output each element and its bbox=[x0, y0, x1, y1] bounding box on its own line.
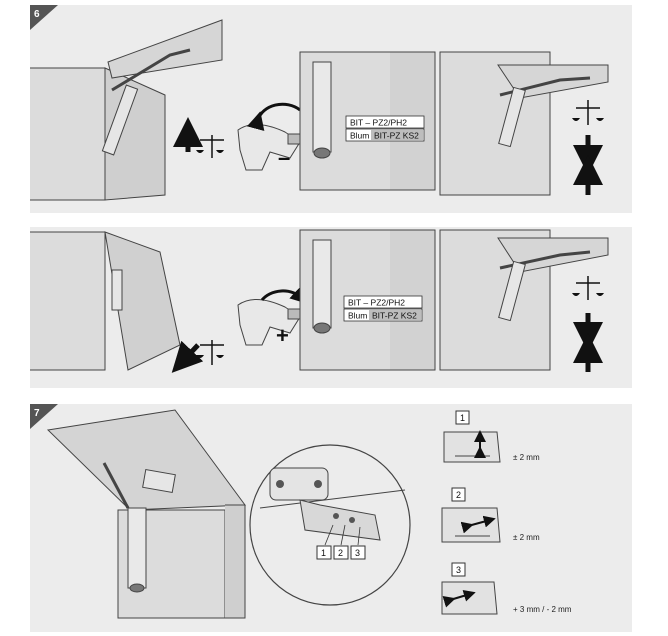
bit-label-box: BIT – PZ2/PH2 Blum BIT-PZ KS2 bbox=[345, 115, 425, 142]
blum-code: BIT-PZ KS2 bbox=[374, 131, 419, 141]
adjustment-value: ± 2 mm bbox=[513, 453, 540, 462]
scale-icon bbox=[572, 100, 604, 125]
callout-1: 1 bbox=[321, 548, 326, 558]
cabinet-flap-closed bbox=[30, 231, 181, 371]
rotate-counterclockwise-icon bbox=[246, 102, 301, 132]
adjustment-1: 1 ± 2 mm bbox=[443, 410, 540, 463]
rotate-clockwise-icon bbox=[260, 285, 309, 305]
bit-label: BIT – PZ2/PH2 bbox=[350, 118, 407, 128]
scale-icon bbox=[196, 135, 224, 158]
adjustment-number: 3 bbox=[456, 565, 461, 575]
adjustment-value: ± 2 mm bbox=[513, 533, 540, 542]
step-7-panel: 7 1 2 bbox=[30, 404, 632, 632]
step-6-badge: 6 bbox=[30, 5, 58, 30]
adjustment-value: + 3 mm / - 2 mm bbox=[513, 605, 572, 614]
plus-sign: + bbox=[276, 323, 289, 348]
depth-adjust-arrow-icon bbox=[442, 589, 476, 608]
adjustment-number: 2 bbox=[456, 490, 461, 500]
adjustment-2: 2 ± 2 mm bbox=[441, 487, 540, 543]
blum-prefix: Blum bbox=[348, 311, 367, 321]
cabinet-hinge-view bbox=[46, 409, 246, 619]
bit-label-box: BIT – PZ2/PH2 Blum BIT-PZ KS2 bbox=[343, 295, 423, 322]
hinge-callouts: 1 2 3 bbox=[316, 524, 366, 560]
cabinet-flap-raised bbox=[439, 229, 609, 371]
screwdriver-drill bbox=[237, 124, 309, 171]
step-number: 6 bbox=[34, 9, 40, 20]
blum-prefix: Blum bbox=[350, 131, 369, 141]
scale-icon bbox=[572, 276, 604, 300]
screwdriver-drill bbox=[237, 299, 309, 346]
step-number: 7 bbox=[34, 408, 40, 419]
adjustment-3: 3 + 3 mm / - 2 mm bbox=[441, 562, 572, 615]
blum-code: BIT-PZ KS2 bbox=[372, 311, 417, 321]
hinge-zoom-detail bbox=[249, 444, 411, 606]
arrow-down-left-icon bbox=[171, 340, 204, 373]
callout-2: 2 bbox=[338, 548, 343, 558]
scale-icon bbox=[196, 340, 224, 365]
step-7-badge: 7 bbox=[30, 404, 58, 429]
callout-3: 3 bbox=[355, 548, 360, 558]
bit-label: BIT – PZ2/PH2 bbox=[348, 298, 405, 308]
adjustment-number: 1 bbox=[460, 413, 465, 423]
cabinet-flap-open bbox=[30, 19, 223, 201]
cabinet-flap-raised bbox=[439, 51, 609, 196]
horizontal-adjust-arrow-icon bbox=[460, 515, 496, 534]
step-6-panel: 6 – bbox=[30, 5, 632, 388]
minus-sign: – bbox=[278, 145, 290, 170]
